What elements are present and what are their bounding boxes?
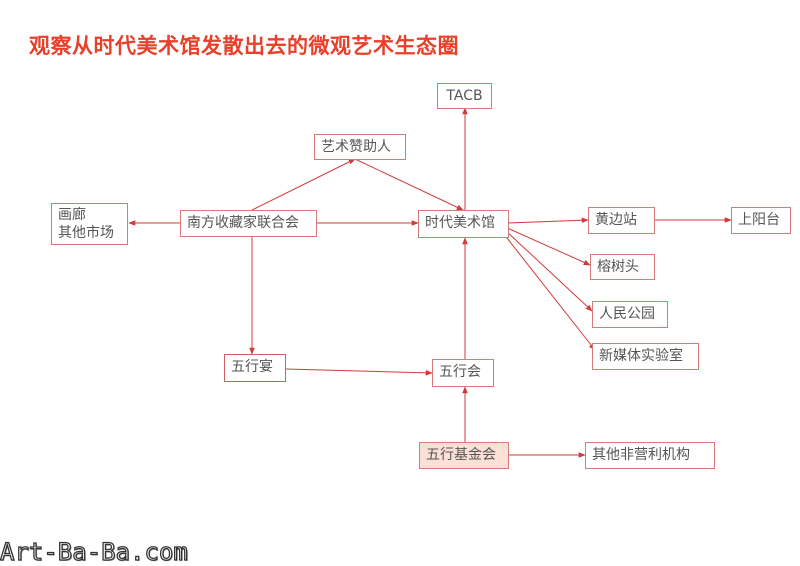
node-shangyang-tai: 上阳台 — [731, 207, 791, 234]
node-peoples-park: 人民公园 — [592, 301, 668, 328]
node-other-nonprofits: 其他非营利机构 — [585, 442, 715, 469]
edge-museum-to-new-media-lab — [502, 232, 596, 351]
other-markets-label: 其他市场 — [58, 225, 114, 241]
node-times-museum: 时代美术馆 — [418, 210, 509, 238]
edge-banquet-to-society — [285, 368, 433, 376]
node-wuxing-society: 五行会 — [432, 359, 494, 387]
diagram-title: 观察从时代美术馆发散出去的微观艺术生态圈 — [29, 34, 459, 58]
node-rongshutou: 榕树头 — [590, 254, 655, 280]
edge-museum-to-rongshutou — [504, 226, 591, 266]
node-wuxing-banquet: 五行宴 — [224, 354, 286, 382]
node-wuxing-foundation: 五行基金会 — [419, 442, 509, 469]
edge-museum-to-huangbian — [507, 217, 589, 224]
gallery-label: 画廊 — [58, 207, 86, 223]
watermark-logo: Art-Ba-Ba.com — [0, 537, 188, 566]
node-art-sponsor: 艺术赞助人 — [314, 134, 406, 160]
node-tacb: TACB — [437, 83, 492, 109]
edge-collectors-to-sponsor — [251, 158, 356, 211]
node-huangbian-station: 黄边站 — [588, 207, 655, 234]
node-new-media-lab: 新媒体实验室 — [592, 343, 699, 370]
node-gallery-other-markets: 画廊 其他市场 — [51, 203, 128, 245]
edge-sponsor-to-museum — [354, 158, 464, 211]
edge-museum-to-peoples-park — [504, 229, 593, 312]
node-southern-collectors-union: 南方收藏家联合会 — [180, 210, 317, 237]
